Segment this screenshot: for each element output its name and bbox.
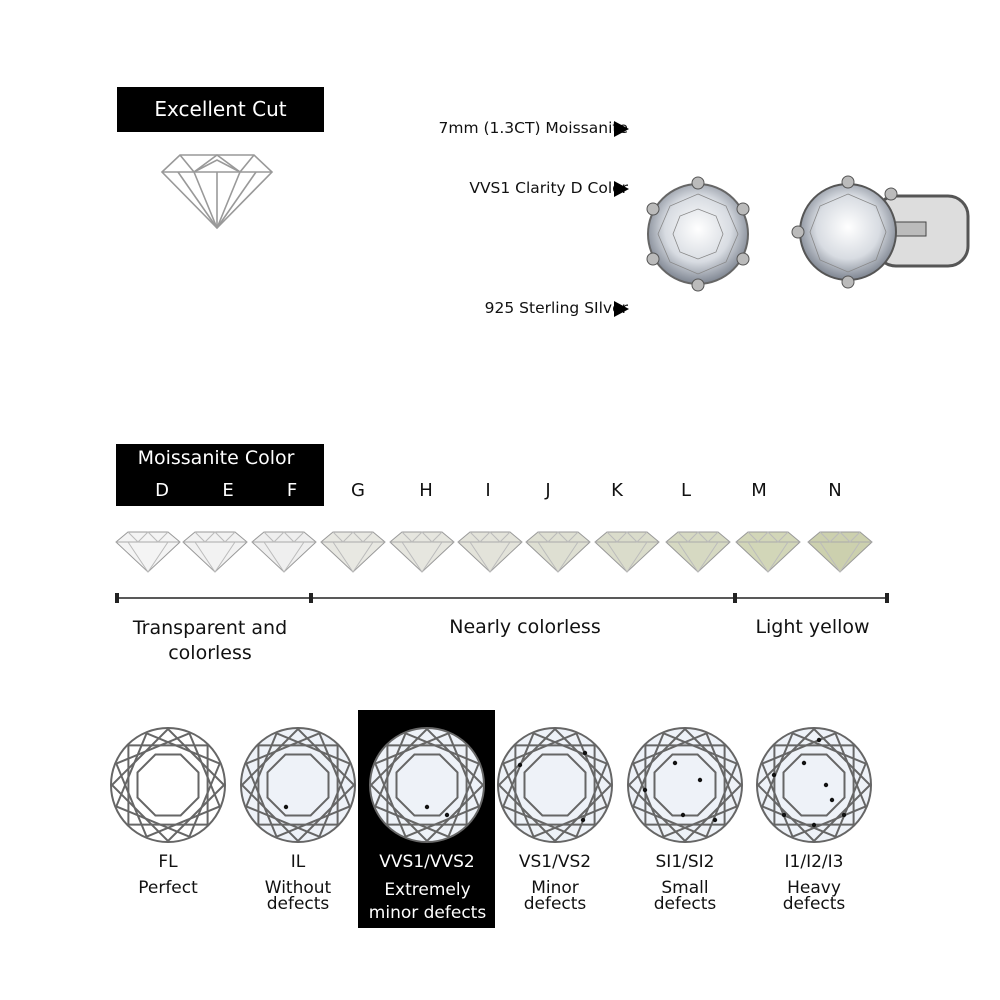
color-stone-I	[457, 531, 523, 573]
clarity-description: Minor defects	[523, 878, 587, 914]
arrow-right-icon	[614, 121, 629, 137]
earring-product-image	[646, 175, 970, 292]
clarity-description: Heavy defects	[782, 878, 846, 914]
color-grade-G: G	[351, 480, 365, 501]
color-stone-H	[389, 531, 455, 573]
color-grade-I: I	[485, 480, 491, 501]
feature-metal: 925 Sterling SIlver	[484, 299, 628, 317]
clarity-diagram-vs1-vs2	[497, 727, 613, 843]
color-header-box	[116, 444, 324, 506]
clarity-grade: VVS1/VVS2	[379, 852, 475, 872]
color-grade-D: D	[155, 480, 169, 501]
diamond-side-icon	[160, 154, 274, 230]
clarity-diagram-i1-i2-i3	[756, 727, 872, 843]
clarity-diagram-il	[240, 727, 356, 843]
excellent-cut-label: Excellent Cut	[117, 87, 324, 132]
clarity-grade: IL	[290, 852, 306, 872]
color-grade-H: H	[419, 480, 433, 501]
color-stone-K	[594, 531, 660, 573]
color-range-scale	[115, 593, 889, 603]
category-colorless: Transparent and colorless	[132, 617, 288, 664]
earring-side-view	[791, 175, 970, 289]
category-light-yellow: Light yellow	[755, 616, 870, 638]
color-grade-F: F	[286, 480, 298, 501]
clarity-grade: FL	[158, 852, 178, 872]
clarity-diagram-fl	[110, 727, 226, 843]
color-stone-F	[251, 531, 317, 573]
feature-size: 7mm (1.3CT) Moissanite	[438, 119, 628, 137]
color-stone-E	[182, 531, 248, 573]
color-grade-K: K	[611, 480, 623, 501]
color-stone-J	[525, 531, 591, 573]
clarity-description: Without defects	[264, 878, 332, 914]
clarity-grade: I1/I2/I3	[784, 852, 844, 872]
clarity-grade: VS1/VS2	[518, 852, 592, 872]
color-stone-M	[735, 531, 801, 573]
clarity-grade: SI1/SI2	[655, 852, 715, 872]
color-grade-L: L	[680, 480, 692, 501]
feature-clarity: VVS1 Clarity D Color	[469, 179, 628, 197]
clarity-description: Extremely minor defects	[368, 880, 487, 923]
earring-front-view	[646, 176, 750, 292]
clarity-diagram-vvs1-vvs2	[369, 727, 485, 843]
arrow-right-icon	[614, 301, 629, 317]
color-grade-N: N	[828, 480, 842, 501]
color-stones	[115, 531, 873, 573]
color-grade-J: J	[545, 480, 551, 501]
clarity-diagram-si1-si2	[627, 727, 743, 843]
category-nearly-colorless: Nearly colorless	[449, 616, 601, 638]
clarity-description: Perfect	[138, 878, 198, 898]
color-stone-N	[807, 531, 873, 573]
clarity-description: Small defects	[653, 878, 717, 914]
color-stone-G	[320, 531, 386, 573]
color-stone-D	[115, 531, 181, 573]
color-stone-L	[665, 531, 731, 573]
arrow-right-icon	[614, 181, 629, 197]
color-scale-title: Moissanite Color	[137, 447, 295, 469]
color-grade-E: E	[222, 480, 234, 501]
color-grade-M: M	[751, 480, 767, 501]
